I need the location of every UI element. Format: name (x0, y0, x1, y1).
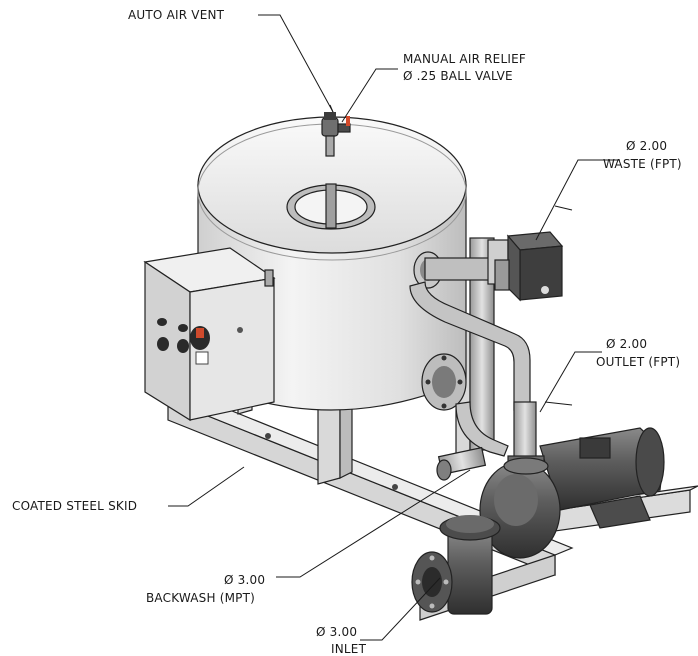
inlet-flange (411, 551, 453, 613)
backwash-outlet (436, 446, 487, 481)
label-backwash: BACKWASH (MPT) (146, 591, 255, 605)
label-manual-air-relief: MANUAL AIR RELIEF (403, 52, 526, 66)
control-selector-switch (190, 326, 210, 350)
label-outlet: OUTLET (FPT) (596, 355, 680, 369)
label-ball-valve-size: Ø .25 BALL VALVE (403, 69, 513, 83)
label-inlet: INLET (331, 642, 367, 656)
leader-lines (168, 14, 620, 641)
control-panel (143, 247, 276, 422)
lower-tank-nozzle (421, 353, 467, 411)
top-handhole (286, 183, 376, 230)
label-coated-steel-skid: COATED STEEL SKID (12, 499, 137, 513)
piping (409, 237, 537, 463)
label-waste: WASTE (FPT) (603, 157, 682, 171)
label-inlet-size: Ø 3.00 (316, 625, 357, 639)
label-waste-size: Ø 2.00 (626, 139, 667, 153)
basket-strainer (439, 515, 501, 615)
label-auto-air-vent: AUTO AIR VENT (128, 8, 225, 22)
waste-valve-actuator (494, 231, 564, 302)
label-backwash-size: Ø 3.00 (224, 573, 265, 587)
label-outlet-size: Ø 2.00 (606, 337, 647, 351)
callout-labels: AUTO AIR VENT MANUAL AIR RELIEF Ø .25 BA… (12, 8, 682, 656)
manual-air-relief-valve (337, 116, 351, 133)
pump-motor (539, 427, 665, 529)
pump-volute (479, 455, 561, 559)
